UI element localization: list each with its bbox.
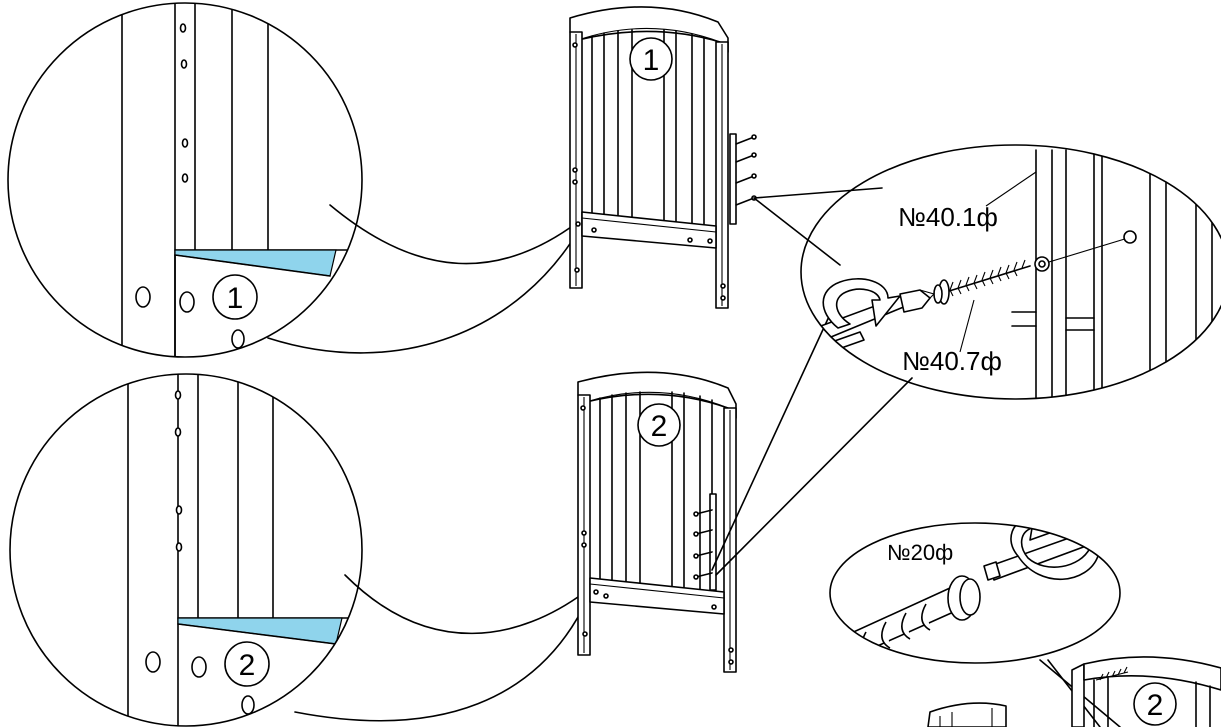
detail-circle-bottom: 2 (9, 373, 363, 727)
part-label-bracket: №40.1ф (898, 202, 998, 232)
dowel-hole (175, 505, 183, 515)
screw-hole (145, 651, 161, 673)
detail-circle-top: 1 (7, 2, 363, 358)
part-label-screw: №40.7ф (902, 346, 1002, 376)
screw-hole (241, 695, 255, 715)
step-number: 2 (239, 649, 256, 682)
detail-ellipse-bolt: №20ф (829, 522, 1121, 664)
screw-hole (135, 286, 151, 308)
dowel-hole (180, 59, 188, 69)
step-number: 1 (227, 282, 244, 315)
headboard-top: 1 (569, 6, 757, 309)
step-callout-1: 1 (212, 274, 258, 320)
step-number: 2 (651, 410, 668, 443)
dowel-hole (181, 138, 189, 148)
dowel-hole (175, 542, 183, 552)
step-callout-2-headboard: 2 (637, 403, 681, 447)
headboard-bottom: 2 (577, 371, 737, 673)
detail-ellipse-fastening: №40.1ф №40.7ф (800, 144, 1221, 400)
dowel-hole (174, 390, 182, 400)
step-callout-1-headboard: 1 (629, 37, 673, 81)
screw-hole (179, 291, 195, 313)
crib-partial-bottom: 2 (927, 656, 1221, 727)
dowel-hole (174, 427, 182, 437)
step-callout-2-crib: 2 (1133, 682, 1177, 726)
dowel-hole (179, 23, 187, 33)
step-number: 2 (1147, 689, 1164, 722)
screw-hole (231, 329, 245, 349)
screw-hole (191, 656, 207, 678)
step-number: 1 (643, 44, 660, 77)
part-label-bolt: №20ф (887, 540, 953, 565)
dowel-hole (181, 173, 189, 183)
step-callout-2: 2 (224, 641, 270, 687)
